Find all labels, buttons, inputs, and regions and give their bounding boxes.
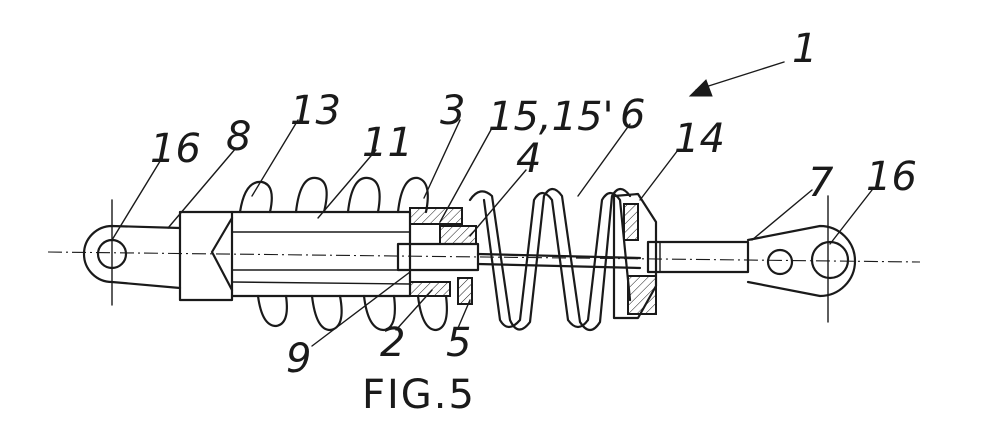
label-11: 11 <box>362 120 413 166</box>
label-4: 4 <box>516 136 541 182</box>
main-spring <box>468 187 632 332</box>
left-eye-mount <box>82 199 182 306</box>
right-eye-mount <box>746 195 857 323</box>
label-6: 6 <box>620 92 645 138</box>
right-end-cap <box>612 192 750 320</box>
label-5: 5 <box>446 320 471 366</box>
label-3: 3 <box>440 88 465 134</box>
label-15-15prime: 15,15' <box>488 94 614 140</box>
housing <box>178 210 412 302</box>
spring-left-coils <box>238 176 448 332</box>
label-7: 7 <box>808 160 834 206</box>
label-1: 1 <box>792 26 817 72</box>
leader-lines <box>111 119 873 347</box>
label-14: 14 <box>674 116 725 162</box>
label-16-left: 16 <box>150 126 201 172</box>
label-8: 8 <box>226 114 251 160</box>
center-axis <box>47 251 921 263</box>
label-13: 13 <box>290 88 341 134</box>
label-9: 9 <box>286 336 311 382</box>
figure-caption: FIG.5 <box>362 372 476 418</box>
label-16-right: 16 <box>866 154 917 200</box>
label-2: 2 <box>380 320 405 366</box>
piston-assembly <box>396 207 642 305</box>
reference-arrow <box>688 61 785 97</box>
